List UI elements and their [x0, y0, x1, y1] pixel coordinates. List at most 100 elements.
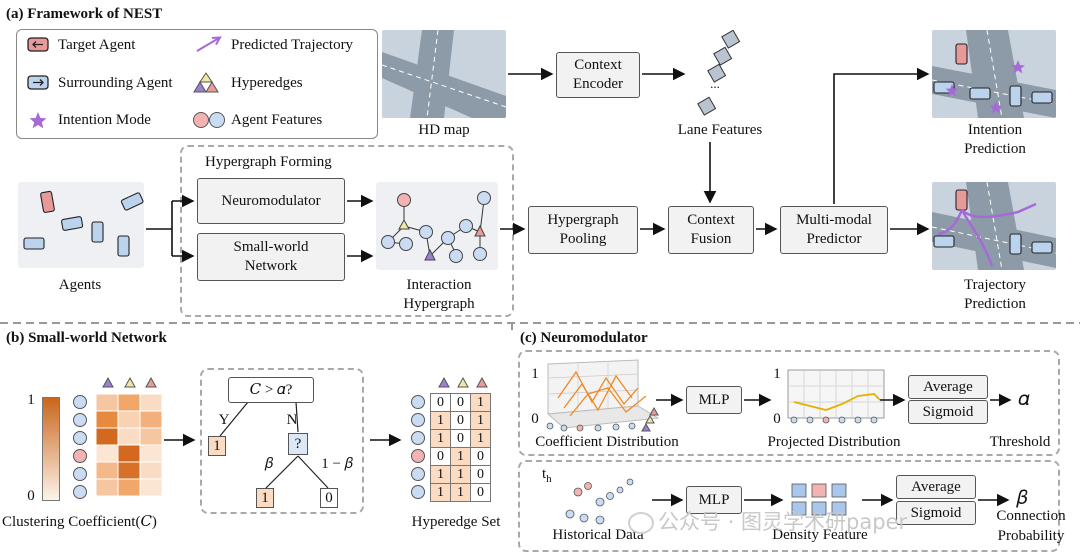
mlp-box-top: MLP [686, 386, 742, 414]
leaf-one-left-text: 1 [213, 437, 221, 454]
beta-label: 𝛽 [264, 456, 274, 472]
hyperedges-icon [193, 72, 219, 93]
trajectory-prediction-label-2: Prediction [964, 296, 1026, 312]
section-a-title: (a) Framework of NEST [6, 6, 163, 22]
hyperedge-matrix-cell: 1 [470, 411, 491, 430]
predicted-trajectory-icon [196, 36, 222, 52]
legend-target-agent: Target Agent [58, 37, 136, 53]
agent-features-icon [193, 112, 225, 128]
wechat-icon [628, 512, 654, 534]
t-h-letter: t [542, 466, 547, 482]
mlp-top-text: MLP [698, 391, 730, 408]
hypergraph-forming-label: Hypergraph Forming [205, 154, 332, 170]
clustering-color-scale [42, 397, 60, 501]
question-text: ? [294, 435, 302, 452]
intention-prediction-label-2: Prediction [964, 141, 1026, 157]
interaction-hypergraph-label-2: Hypergraph [403, 296, 475, 312]
coefficient-axis-zero: 0 [531, 411, 539, 427]
hyperedge-matrix-cell: 1 [430, 483, 451, 502]
hyperedge-matrix-cell: 1 [470, 393, 491, 412]
coefficient-axis-one: 1 [531, 366, 539, 382]
mlp-box-bottom: MLP [686, 486, 742, 514]
average-bottom-text: Average [911, 478, 961, 495]
scale-min-label: 0 [27, 488, 35, 504]
historical-data-label: Historical Data [552, 527, 644, 543]
coefficient-distribution-plot [546, 359, 660, 432]
hypergraph-pooling-line1: Hypergraph [547, 212, 619, 229]
connection-label-2: Probability [997, 528, 1065, 544]
t-h-subscript: h [546, 473, 552, 485]
small-world-line2: Network [244, 258, 298, 274]
projected-axis-zero: 0 [773, 411, 781, 427]
legend-hyperedges: Hyperedges [231, 75, 303, 91]
neuromodulator-box: Neuromodulator [197, 178, 345, 224]
trajectory-prediction-image [932, 182, 1056, 270]
agents-label: Agents [58, 277, 102, 293]
hyperedge-matrix-cell: 0 [470, 483, 491, 502]
hd-map-label: HD map [418, 122, 470, 138]
watermark: 公众号 · 图灵学术研paper [628, 506, 907, 536]
hyperedge-matrix-cell: 1 [430, 411, 451, 430]
lane-ellipsis: ... [710, 76, 720, 91]
agents-image [18, 182, 144, 268]
hyperedge-matrix-cell: 0 [470, 465, 491, 484]
hypergraph-pooling-line2: Pooling [559, 231, 607, 247]
context-encoder-line1: Context [574, 57, 622, 74]
average-top-text: Average [923, 378, 973, 395]
leaf-zero-bottom-text: 0 [325, 489, 333, 506]
lane-features-label: Lane Features [677, 122, 763, 138]
condition-node: 𝐶 > 𝛼? [228, 377, 314, 403]
section-c-title: (c) Neuromodulator [520, 330, 648, 346]
hyperedge-matrix-cell: 1 [470, 429, 491, 448]
context-fusion-line2: Fusion [690, 231, 732, 247]
alpha-symbol: 𝛼 [1018, 388, 1030, 410]
intention-star-icon [29, 112, 47, 129]
density-feature-label: Density Feature [772, 527, 868, 543]
intention-prediction-image [932, 30, 1056, 118]
t-h-label: th [542, 465, 554, 487]
clustering-heatmap [73, 376, 163, 499]
hyperedge-matrix-cell: 0 [450, 393, 471, 412]
legend-surrounding-agent: Surrounding Agent [58, 75, 173, 91]
interaction-hypergraph-label-1: Interaction [406, 277, 472, 293]
hyperedge-matrix-cell: 1 [430, 465, 451, 484]
leaf-zero-bottom: 0 [320, 488, 338, 508]
multimodal-line2: Predictor [806, 231, 862, 247]
projected-axis-one: 1 [773, 366, 781, 382]
decision-tree [219, 401, 329, 489]
yes-label: Y [218, 412, 230, 428]
sigmoid-box-top: Sigmoid [908, 400, 988, 424]
coefficient-distribution-label: Coefficient Distribution [535, 434, 679, 450]
no-label: N [286, 412, 298, 428]
projected-distribution-plot [787, 369, 885, 424]
hyperedge-set-icons [411, 376, 488, 499]
multimodal-line1: Multi-modal [796, 212, 872, 229]
sigmoid-bottom-text: Sigmoid [910, 504, 962, 521]
average-box-bottom: Average [896, 475, 976, 499]
intention-prediction-label-1: Intention [967, 122, 1023, 138]
projected-distribution-label: Projected Distribution [767, 434, 901, 450]
hyperedge-matrix-cell: 1 [450, 447, 471, 466]
decision-tree-group [200, 368, 364, 514]
target-agent-icon [27, 37, 49, 52]
hyperedge-matrix-cell: 1 [450, 465, 471, 484]
density-feature-grid [791, 483, 847, 516]
lane-features-icon [697, 30, 741, 116]
hyperedge-matrix-cell: 0 [430, 393, 451, 412]
clustering-coefficient-label: Clustering Coefficient(𝐶) [2, 514, 157, 530]
hyperedge-set-label: Hyperedge Set [411, 514, 501, 530]
hyperedge-matrix-cell: 1 [430, 429, 451, 448]
neuromodulator-label: Neuromodulator [221, 192, 321, 209]
question-node: ? [288, 433, 308, 455]
legend-predicted-trajectory: Predicted Trajectory [231, 37, 354, 53]
hd-map-image [382, 30, 506, 118]
